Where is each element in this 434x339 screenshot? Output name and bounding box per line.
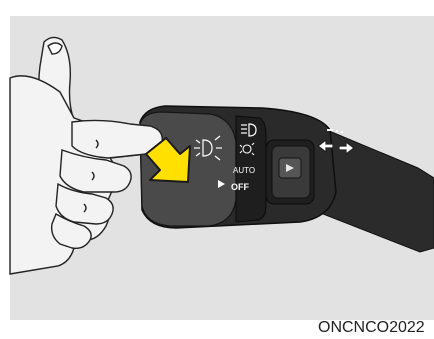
figure-code-caption: ONCNCO2022 [318, 319, 425, 337]
off-label: OFF [231, 182, 249, 192]
auto-label: AUTO [233, 166, 255, 175]
hand-illustration [10, 37, 162, 274]
